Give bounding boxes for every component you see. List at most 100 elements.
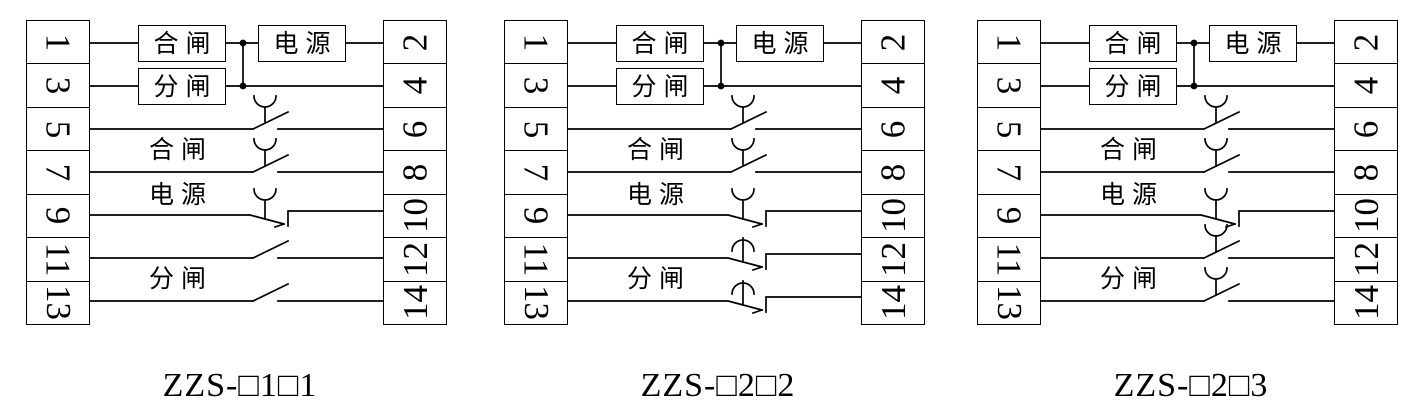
nc-contact-cup-symbol [1040,188,1335,229]
terminal-number: 11 [989,242,1029,277]
no-contact-cup-symbol [1040,95,1335,131]
terminal-number: 13 [38,285,78,321]
terminal-number: 14 [1346,285,1386,321]
power-contact-label: 电源 [1086,182,1178,207]
trip-contacts-label: 分闸 [1086,266,1178,291]
terminal-cell: 14 [862,282,924,324]
junction-dot [717,39,725,47]
terminal-cell: 5 [978,108,1040,152]
close-coil-label: 合闸 [1104,29,1169,58]
terminal-cell: 14 [384,282,446,324]
terminal-cell: 2 [1335,21,1397,65]
terminal-cell: 4 [384,64,446,108]
terminal-number: 10 [1346,198,1386,234]
junction-dot [239,39,247,47]
terminal-cell: 13 [505,282,567,324]
terminal-number: 4 [873,76,913,95]
trip-contacts-text: 分闸 [626,264,691,293]
no-contact-cup-symbol [89,95,384,131]
trip-coil-label: 分闸 [631,72,696,101]
no-contact-cup-symbol [567,138,862,174]
power-contact-text: 电源 [1099,180,1164,209]
close-contacts-text: 合闸 [148,135,213,164]
terminal-number: 6 [395,120,435,138]
terminal-cell: 8 [862,151,924,195]
terminal-number: 9 [38,207,78,225]
terminal-cell: 10 [862,195,924,239]
terminal-number: 3 [38,76,78,95]
terminal-cell: 6 [1335,108,1397,152]
terminal-number: 14 [873,285,913,321]
terminal-number: 13 [516,285,556,321]
no-contact-cup-symbol [1040,138,1335,174]
terminal-number: 2 [395,33,435,51]
no-contact-plain-symbol [89,282,384,303]
terminal-number: 1 [516,33,556,51]
power-contact-label: 电源 [613,182,705,207]
terminal-cell: 11 [505,238,567,282]
power-box: 电源 [258,25,346,62]
trip-contacts-text: 分闸 [1099,264,1164,293]
terminal-cell: 9 [505,195,567,239]
terminal-number: 11 [38,242,78,277]
nc-contact-delay-arc-symbol [567,280,862,315]
close-contacts-label: 合闸 [135,137,227,162]
wiring-lines [89,39,384,303]
close-contacts-text: 合闸 [1099,135,1164,164]
terminal-number: 5 [38,120,78,138]
wiring-lines [1040,39,1335,303]
terminal-number: 9 [989,207,1029,225]
terminal-number: 7 [989,163,1029,182]
power-box: 电源 [736,25,824,62]
terminal-number: 3 [989,76,1029,95]
terminal-cell: 2 [862,21,924,65]
terminal-number: 4 [1346,76,1386,95]
terminal-cell: 8 [384,151,446,195]
junction-dot [1190,39,1198,47]
terminal-number: 7 [38,163,78,182]
nc-contact-cup-symbol [89,188,384,229]
terminal-cell: 4 [1335,64,1397,108]
terminal-cell: 14 [1335,282,1397,324]
close-contacts-label: 合闸 [1086,137,1178,162]
terminal-number: 14 [395,285,435,321]
right-terminal-strip: 2 4 6 8 10 12 14 [1334,20,1398,325]
nc-contact-cup-symbol [567,188,862,229]
left-terminal-strip: 1 3 5 7 9 11 13 [26,20,90,325]
trip-contacts-text: 分闸 [148,264,213,293]
terminal-cell: 2 [384,21,446,65]
no-contact-cup-symbol [567,95,862,131]
terminal-number: 13 [989,285,1029,321]
terminal-number: 2 [873,33,913,51]
terminal-number: 8 [873,163,913,182]
left-terminal-strip: 1 3 5 7 9 11 13 [977,20,1041,325]
terminal-cell: 12 [1335,238,1397,282]
trip-coil-box: 分闸 [138,68,226,105]
close-coil-box: 合闸 [616,25,704,62]
power-box-label: 电源 [1224,29,1289,58]
trip-coil-label: 分闸 [153,72,218,101]
terminal-number: 4 [395,76,435,95]
model-caption: ZZS-□2□2 [640,367,796,404]
power-contact-text: 电源 [626,180,691,209]
right-terminal-strip: 2 4 6 8 10 12 14 [383,20,447,325]
terminal-number: 8 [1346,163,1386,182]
terminal-cell: 1 [27,21,89,65]
terminal-cell: 9 [27,195,89,239]
terminal-cell: 7 [978,151,1040,195]
terminal-number: 9 [516,207,556,225]
power-contact-text: 电源 [148,180,213,209]
close-contacts-label: 合闸 [613,137,705,162]
terminal-cell: 10 [384,195,446,239]
no-contact-cup-symbol [1040,224,1335,260]
terminal-number: 2 [1346,33,1386,51]
terminal-cell: 6 [384,108,446,152]
model-caption: ZZS-□2□3 [1113,367,1269,404]
terminal-number: 7 [516,163,556,182]
terminal-cell: 7 [27,151,89,195]
terminal-cell: 12 [862,238,924,282]
terminal-number: 10 [873,198,913,234]
trip-contacts-label: 分闸 [613,266,705,291]
terminal-cell: 7 [505,151,567,195]
close-coil-label: 合闸 [631,29,696,58]
